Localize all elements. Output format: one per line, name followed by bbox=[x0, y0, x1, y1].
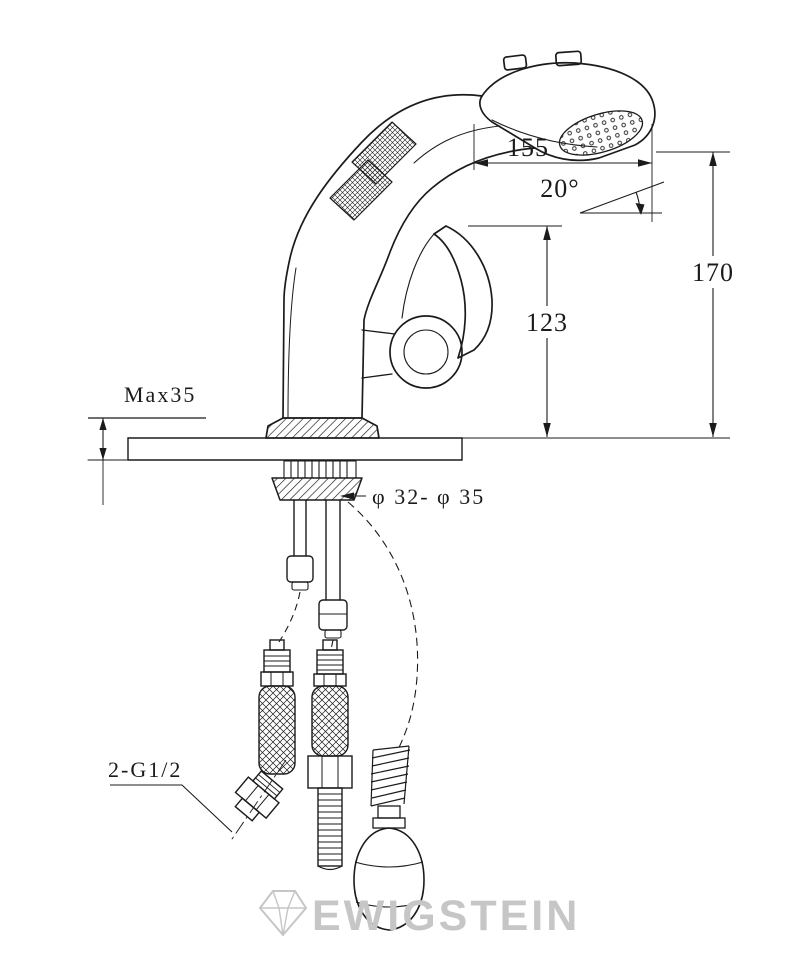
elbow-hex-facets bbox=[245, 785, 270, 811]
elbow-collar-lines bbox=[255, 774, 281, 797]
tube-left-tip bbox=[291, 581, 309, 591]
supply-tube-left bbox=[286, 499, 314, 591]
dimension-angle bbox=[579, 181, 665, 214]
thread-spec-leader bbox=[110, 784, 233, 833]
hose-right-hex-facets bbox=[323, 674, 337, 686]
flange-gasket bbox=[265, 417, 380, 439]
supply-hose-right bbox=[307, 639, 353, 871]
spout-inner-line bbox=[413, 125, 501, 164]
weight-collar bbox=[372, 817, 406, 829]
arrow-angle bbox=[635, 203, 645, 215]
elbow-fitting bbox=[234, 770, 284, 822]
arrow-170-top bbox=[709, 152, 717, 166]
hose-right-hex bbox=[313, 673, 347, 687]
spring-rails bbox=[370, 745, 410, 807]
dim-170-backer bbox=[688, 256, 738, 288]
lever-neck-line bbox=[401, 233, 435, 319]
hose-left-hex bbox=[260, 671, 294, 687]
gem-logo-icon bbox=[258, 890, 308, 937]
tube-right-lines bbox=[325, 499, 341, 601]
dim-155-label: 155 bbox=[507, 133, 549, 162]
assembly-dashed-lines bbox=[229, 501, 419, 843]
spray-face bbox=[558, 110, 644, 156]
joint-inner-circle bbox=[403, 329, 449, 375]
hose-right-braid-body bbox=[311, 685, 349, 757]
handle-joint bbox=[361, 315, 463, 389]
base-flange bbox=[265, 417, 380, 439]
watermark-text: EWIGSTEIN bbox=[312, 892, 580, 940]
pullout-grip-knurl-lower bbox=[329, 159, 393, 221]
spout-lower-edge bbox=[361, 147, 536, 419]
spout bbox=[282, 93, 536, 419]
tube-right-tip bbox=[324, 629, 342, 639]
tube-left-connector bbox=[286, 555, 314, 583]
hose-left-hex-facets bbox=[270, 672, 284, 686]
gem-outline bbox=[258, 890, 308, 937]
arrow-155-left bbox=[474, 159, 488, 167]
elbow-tip bbox=[234, 797, 261, 822]
arrow-max35-bottom bbox=[99, 448, 107, 460]
hose-left-braid-body bbox=[258, 685, 296, 775]
arrow-max35-top bbox=[99, 418, 107, 430]
hose-right-hex-fitting bbox=[307, 755, 353, 789]
elbow-centerline bbox=[229, 759, 287, 843]
head-button bbox=[502, 54, 528, 71]
angle-spray-line bbox=[579, 181, 665, 214]
thread-spec-label: 2-G1/2 bbox=[108, 757, 182, 782]
arrow-hole-leader bbox=[340, 492, 354, 500]
faucet-body bbox=[87, 50, 656, 639]
handle-lever bbox=[401, 225, 493, 359]
hose-left-thread-lines bbox=[264, 655, 290, 667]
hose-right-stem-cap bbox=[317, 865, 343, 871]
arrow-155-right bbox=[638, 159, 652, 167]
max-deck-label: Max35 bbox=[124, 382, 196, 407]
spray-hose-dashed bbox=[347, 501, 419, 751]
dimension-arrowheads bbox=[99, 152, 717, 500]
countertop bbox=[87, 437, 463, 461]
hose-right-stem-threads bbox=[318, 793, 342, 861]
tube-right-connector bbox=[318, 599, 348, 631]
weight-body bbox=[353, 827, 425, 931]
hose-right-threaded-stem bbox=[317, 787, 343, 867]
arrow-123-bottom bbox=[543, 423, 551, 437]
hose-right-thread-lines bbox=[317, 654, 343, 671]
hose-left-nipple bbox=[269, 639, 285, 651]
lever-outline bbox=[433, 225, 493, 359]
arrow-170-bottom bbox=[709, 423, 717, 437]
spray-head bbox=[479, 50, 656, 162]
dim-total-height-label: 170 bbox=[692, 258, 734, 287]
hose-right-nipple bbox=[322, 639, 338, 651]
shank-thread-lines bbox=[290, 460, 348, 479]
joint-outer-circle bbox=[389, 315, 463, 389]
shank-thread-body bbox=[283, 460, 357, 479]
arrow-123-top bbox=[543, 226, 551, 240]
dim-123-backer bbox=[522, 306, 572, 338]
hose-weight bbox=[353, 805, 425, 931]
watermark: EWIGSTEIN bbox=[258, 890, 580, 940]
head-button bbox=[554, 50, 583, 67]
dim-spout-height-label: 123 bbox=[526, 308, 568, 337]
weight-band-lines bbox=[354, 861, 424, 908]
hose-right-fitting-facets bbox=[321, 756, 339, 788]
joint-connector-lines bbox=[361, 329, 396, 379]
supply-hose-left bbox=[234, 639, 296, 822]
left-hose-link-dashed bbox=[278, 591, 301, 643]
head-outline bbox=[479, 61, 656, 162]
hole-diameter-label: φ 32- φ 35 bbox=[372, 484, 485, 509]
mounting-shank bbox=[283, 460, 357, 479]
hose-spring bbox=[370, 745, 411, 807]
spout-upper-edge bbox=[282, 93, 483, 419]
supply-tube-right bbox=[318, 499, 348, 639]
body-inner-line bbox=[287, 267, 297, 419]
right-hose-link-dashed bbox=[330, 639, 334, 651]
counter-edges bbox=[127, 437, 463, 461]
weight-connector bbox=[377, 805, 401, 819]
gem-facets bbox=[260, 890, 306, 936]
dimension-lines bbox=[88, 124, 730, 833]
tube-left-lines bbox=[293, 499, 307, 557]
spring-coils bbox=[370, 745, 411, 807]
locknut bbox=[271, 477, 363, 501]
dim-angle-label: 20° bbox=[540, 174, 579, 203]
